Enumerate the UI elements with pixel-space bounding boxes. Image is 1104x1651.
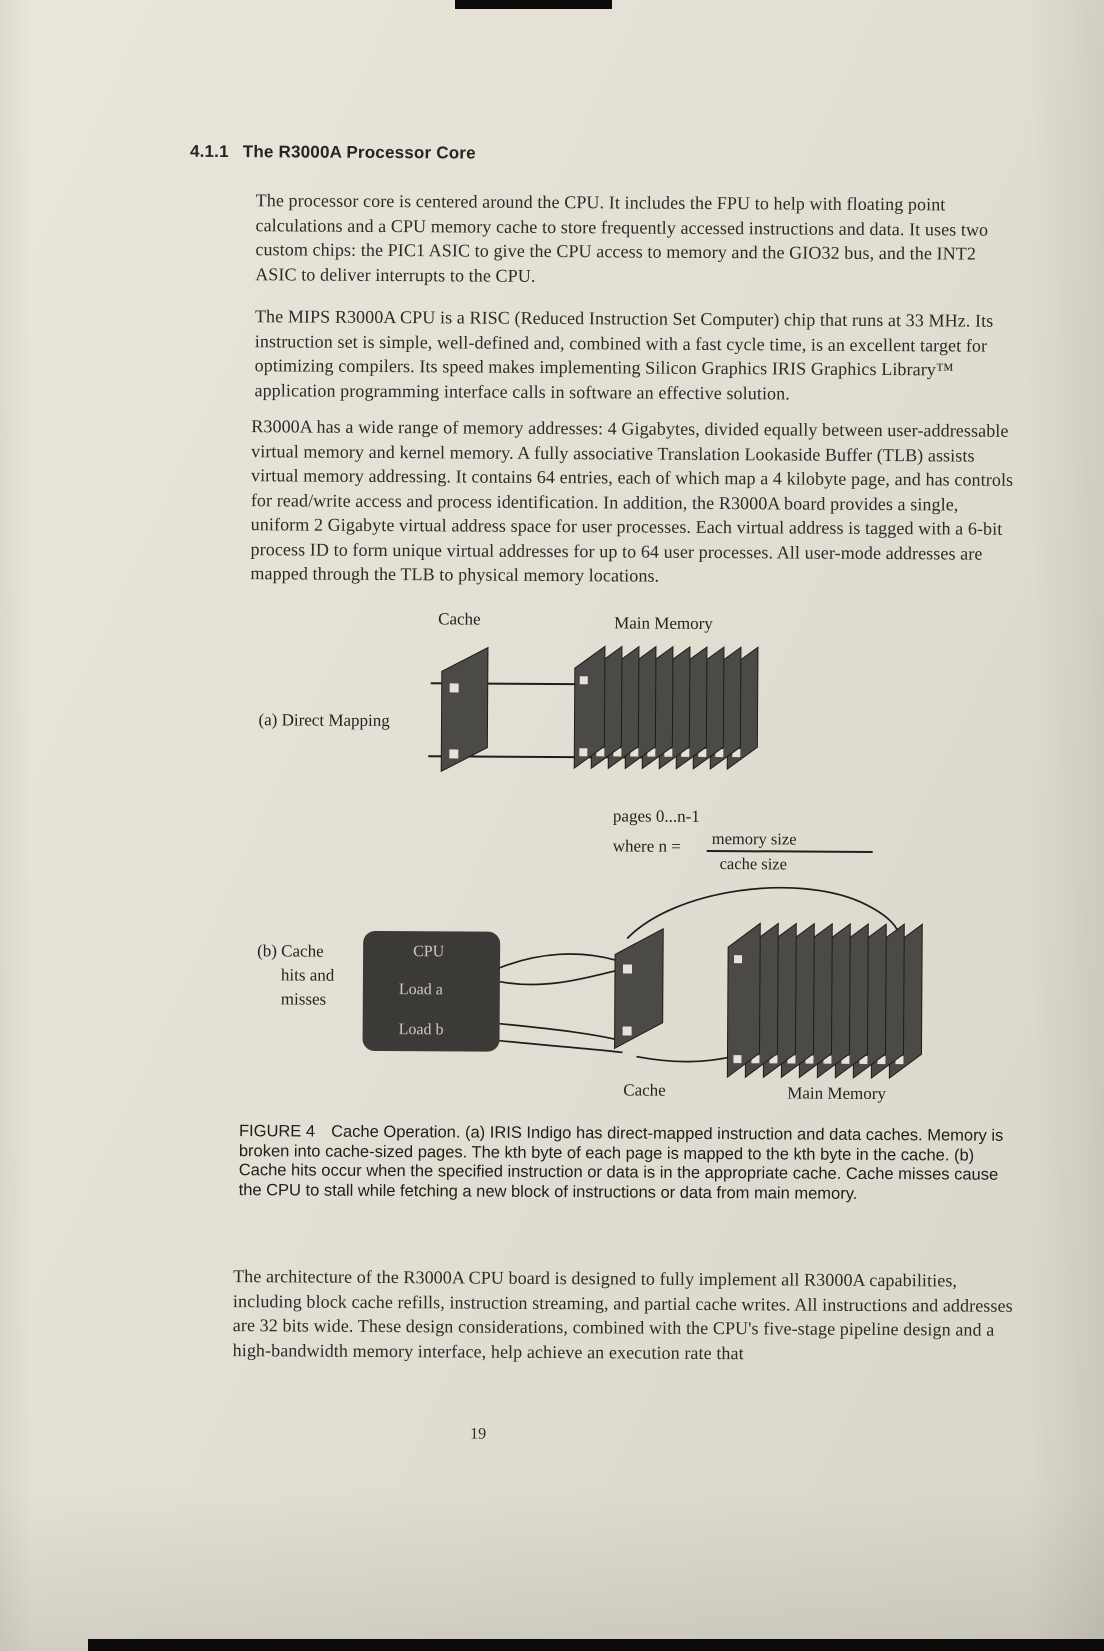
scan-artifact-top-bar bbox=[455, 0, 612, 9]
cpu-load-a-label: Load a bbox=[398, 981, 443, 999]
memory-page-card bbox=[726, 922, 761, 1078]
cache-card-a bbox=[440, 646, 489, 773]
fig-b-label-line1: (b) Cache bbox=[257, 941, 324, 961]
cpu-box bbox=[362, 930, 501, 1052]
fig-b-label-line3: misses bbox=[280, 989, 327, 1009]
main-memory-stack-a bbox=[573, 645, 759, 770]
section-number: 4.1.1 bbox=[189, 141, 229, 162]
main-memory-stack-b bbox=[726, 922, 923, 1079]
cpu-cache-curve-2 bbox=[499, 969, 618, 986]
page-number: 19 bbox=[470, 1425, 487, 1443]
fig-a-direct-mapping-label: (a) Direct Mapping bbox=[258, 710, 390, 731]
paragraph-processor-core: The processor core is centered around th… bbox=[255, 190, 989, 286]
cpu-cache-bottom-line-2 bbox=[499, 1039, 623, 1054]
fig-a-fraction-denominator: cache size bbox=[719, 854, 788, 874]
figure-caption-number: FIGURE 4 bbox=[238, 1122, 316, 1141]
fig-a-fraction-numerator: memory size bbox=[711, 829, 797, 849]
cpu-load-b-label: Load b bbox=[398, 1021, 444, 1039]
fig-a-equation-lhs: where n = bbox=[612, 836, 681, 856]
fig-a-cache-label: Cache bbox=[438, 609, 481, 629]
paragraph-memory-addresses: R3000A has a wide range of memory addres… bbox=[250, 416, 1014, 586]
cache-memory-bottom-line bbox=[636, 1055, 735, 1063]
cpu-box-label: CPU bbox=[413, 943, 445, 961]
cache-miss-arc bbox=[626, 886, 901, 951]
cache-card-b bbox=[614, 927, 664, 1050]
fig-b-cache-label: Cache bbox=[623, 1080, 666, 1100]
fig-b-label-line2: hits and bbox=[280, 965, 335, 985]
paragraph-architecture: The architecture of the R3000A CPU board… bbox=[232, 1266, 1013, 1363]
scan-artifact-bottom-bar bbox=[88, 1639, 1104, 1651]
fig-a-main-memory-label: Main Memory bbox=[614, 613, 713, 634]
section-title: The R3000A Processor Core bbox=[242, 142, 476, 163]
fig-a-pages-label: pages 0...n-1 bbox=[612, 806, 700, 826]
figure-caption-text: Cache Operation. (a) IRIS Indigo has dir… bbox=[238, 1122, 1004, 1203]
section-heading: 4.1.1 The R3000A Processor Core bbox=[190, 142, 476, 164]
paragraph-mips-risc: The MIPS R3000A CPU is a RISC (Reduced I… bbox=[254, 306, 994, 403]
cpu-cache-curve-1 bbox=[499, 953, 618, 969]
cpu-cache-bottom-line-1 bbox=[499, 1022, 621, 1042]
cache-operation-diagram bbox=[362, 645, 923, 1079]
fig-b-main-memory-label: Main Memory bbox=[787, 1083, 886, 1104]
